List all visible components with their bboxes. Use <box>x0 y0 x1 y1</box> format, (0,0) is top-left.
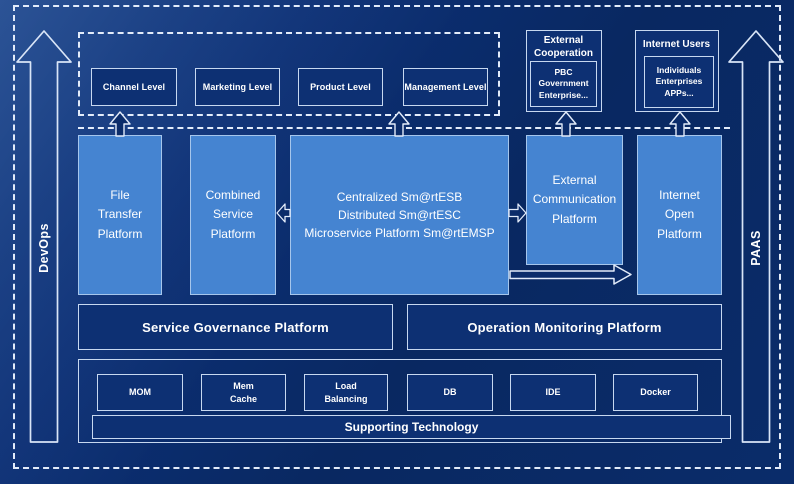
external-cooperation-title: External Cooperation <box>534 35 593 59</box>
tech-box-mem-cache: Mem Cache <box>201 374 286 411</box>
service-governance-platform: Service Governance Platform <box>78 304 393 350</box>
level-box-marketing: Marketing Level <box>195 68 280 106</box>
internet-users-box: Internet Users Individuals Enterprises A… <box>635 30 719 112</box>
level-box-channel: Channel Level <box>91 68 177 106</box>
external-cooperation-members: PBC Government Enterprise... <box>530 61 597 107</box>
tech-box-db: DB <box>407 374 493 411</box>
levels-dashed-container <box>78 32 500 116</box>
dashed-separator-line <box>78 127 730 129</box>
tech-box-docker: Docker <box>613 374 698 411</box>
devops-rail-label: DevOps <box>37 223 51 273</box>
level-box-management: Management Level <box>403 68 488 106</box>
platform-external-communication: External Communication Platform <box>526 135 623 265</box>
paas-rail-label: PAAS <box>749 230 763 266</box>
platform-combined-service: Combined Service Platform <box>190 135 276 295</box>
operation-monitoring-platform: Operation Monitoring Platform <box>407 304 722 350</box>
internet-users-members: Individuals Enterprises APPs... <box>644 56 714 108</box>
tech-box-ide: IDE <box>510 374 596 411</box>
level-box-product: Product Level <box>298 68 383 106</box>
platform-internet-open: Internet Open Platform <box>637 135 722 295</box>
supporting-technology-container: MOM Mem Cache Load Balancing DB IDE Dock… <box>78 359 722 443</box>
supporting-technology-bar: Supporting Technology <box>92 415 731 439</box>
tech-box-mom: MOM <box>97 374 183 411</box>
platform-esb-suite: Centralized Sm@rtESB Distributed Sm@rtES… <box>290 135 509 295</box>
tech-box-load-balancing: Load Balancing <box>304 374 388 411</box>
platform-file-transfer: File Transfer Platform <box>78 135 162 295</box>
internet-users-title: Internet Users <box>642 38 711 50</box>
external-cooperation-box: External Cooperation PBC Government Ente… <box>526 30 602 112</box>
